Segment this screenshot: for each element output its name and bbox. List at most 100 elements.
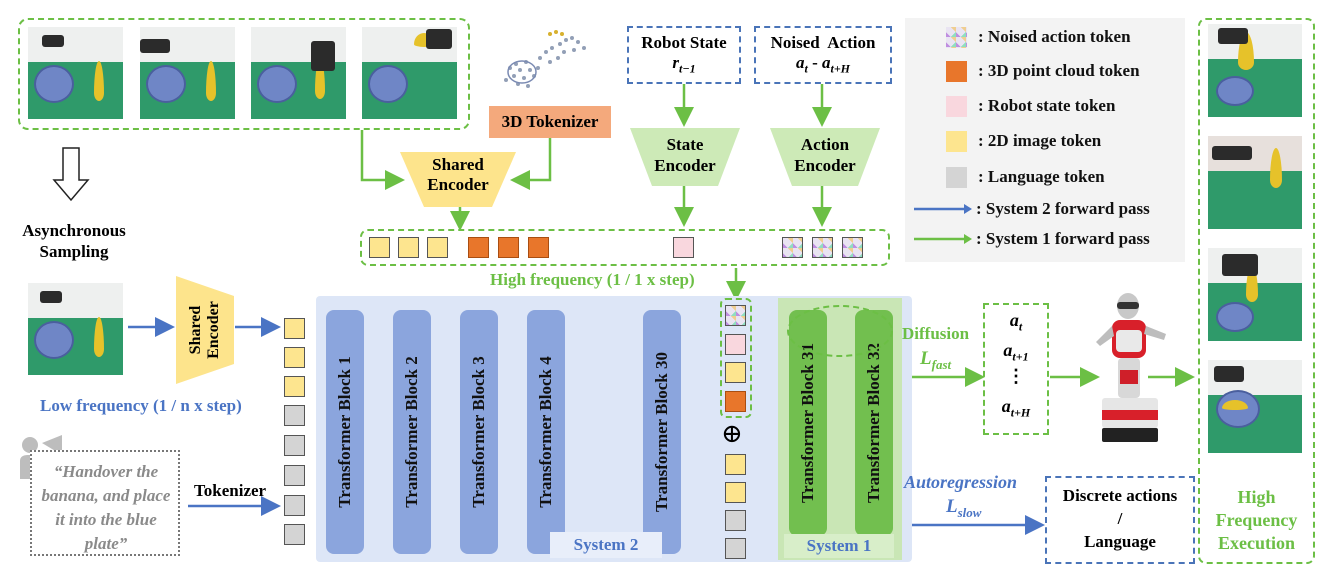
token-language (725, 510, 746, 531)
sampled-frames-group (18, 18, 470, 130)
token-image (398, 237, 419, 258)
tokenizer-label: Tokenizer (194, 481, 267, 500)
instruction-box (30, 450, 180, 556)
execution-line1: High (1237, 487, 1276, 507)
transformer-block-3: Transformer Block 3 (460, 310, 498, 554)
shared-encoder-left-line1: Shared (187, 305, 204, 355)
execution-frame-2 (1208, 136, 1302, 229)
token-image (725, 482, 746, 503)
action-encoder-line1: Action (800, 135, 850, 154)
robot-state-symbol: rt−1 (672, 53, 696, 76)
token-image (725, 362, 746, 383)
transformer-block-32: Transformer Block 32 (855, 310, 893, 536)
frame-image-4 (362, 27, 457, 119)
low-frequency-label: Low frequency (1 / n x step) (40, 396, 242, 415)
legend-item-image: : 2D image token (978, 131, 1102, 150)
arrow-async-sampling (52, 147, 90, 202)
high-frequency-execution-label: High Frequency Execution (1198, 486, 1315, 555)
execution-frame-1 (1208, 24, 1302, 117)
diffusion-label: Diffusion (902, 324, 970, 343)
autoregression-label: Autoregression (904, 472, 1018, 492)
legend-swatch-noise (946, 27, 967, 48)
legend-system2-arrow (914, 204, 972, 214)
token-language (284, 495, 305, 516)
legend-item-noise: : Noised action token (978, 27, 1131, 46)
async-line1: Asynchronous (22, 221, 126, 240)
legend-swatch-image (946, 131, 967, 152)
concat-operator: ⊕ (721, 419, 743, 448)
robot-state-title: Robot State (641, 33, 727, 52)
shared-encoder-top-line2: Encoder (427, 175, 489, 194)
async-line2: Sampling (39, 242, 109, 261)
token-noised-action (842, 237, 863, 258)
state-encoder: State Encoder (630, 134, 740, 176)
shared-encoder-left-shape (176, 276, 234, 384)
injected-token-column (720, 298, 752, 418)
action-encoder: Action Encoder (770, 134, 880, 176)
action-encoder-line2: Encoder (794, 156, 856, 175)
state-encoder-line1: State (666, 135, 704, 154)
transformer-block-31: Transformer Block 31 (789, 310, 827, 536)
token-language (284, 435, 305, 456)
action-chunk-box (983, 303, 1049, 435)
token-language (725, 538, 746, 559)
instruction-text: “Handover the banana, and place it into … (41, 462, 171, 553)
frame-image-3 (251, 27, 346, 119)
action-a-t: at (1009, 310, 1023, 334)
shared-encoder-left: Shared Encoder (176, 276, 234, 384)
token-language (284, 524, 305, 545)
action-a-t1: at+1 (1003, 340, 1029, 364)
frame-image-2 (140, 27, 235, 119)
token-robotstate (725, 334, 746, 355)
legend-swatch-robotstate (946, 96, 967, 117)
token-image (725, 454, 746, 475)
system2-label-box: System 2 (550, 532, 662, 558)
noised-action-box: Noised Action at - at+H (754, 26, 892, 84)
token-noised-action (812, 237, 833, 258)
legend-item-robotstate: : Robot state token (978, 96, 1116, 115)
token-pointcloud (725, 391, 746, 412)
humanoid-robot-image (1096, 293, 1166, 442)
legend-item-language: : Language token (978, 167, 1105, 186)
high-freq-token-row (360, 229, 890, 266)
shared-encoder-left-line2: Encoder (205, 301, 222, 359)
legend-system1-pass: : System 1 forward pass (976, 229, 1150, 248)
execution-frames-group (1198, 18, 1315, 564)
l-slow-label: Lslow (946, 496, 982, 520)
execution-frame-3 (1208, 248, 1302, 341)
discrete-line1: Discrete actions (1062, 486, 1178, 505)
shared-encoder-top-line1: Shared (432, 155, 484, 174)
3d-tokenizer-label: 3D Tokenizer (501, 112, 599, 131)
arrow-images-to-encoder (360, 130, 405, 190)
discrete-line3: Language (1084, 532, 1156, 551)
block-link-ellipse (787, 305, 893, 357)
noised-action-title: Noised Action (770, 33, 876, 52)
token-pointcloud (528, 237, 549, 258)
legend-item-pointcloud: : 3D point cloud token (978, 61, 1140, 80)
transformer-block-4: Transformer Block 4 (527, 310, 565, 554)
point-cloud-image (504, 30, 586, 88)
token-pointcloud (498, 237, 519, 258)
discrete-output-box: Discrete actions / Language (1045, 476, 1195, 564)
current-frame-image (28, 283, 123, 375)
legend-swatch-pointcloud (946, 61, 967, 82)
system1-label-box: System 1 (784, 534, 894, 558)
state-encoder-shape (630, 128, 740, 186)
token-image (284, 376, 305, 397)
action-ellipsis: ⋮ (1007, 366, 1025, 386)
token-image (369, 237, 390, 258)
token-language (284, 405, 305, 426)
token-robotstate (673, 237, 694, 258)
action-encoder-shape (770, 128, 880, 186)
frame-image-1 (28, 27, 123, 119)
token-language (284, 465, 305, 486)
transformer-block-30: Transformer Block 30 (643, 310, 681, 554)
token-noised-action (725, 305, 746, 326)
legend-swatch-language (946, 167, 967, 188)
high-frequency-label: High frequency (1 / 1 x step) (490, 270, 695, 289)
token-image (427, 237, 448, 258)
legend-system2-pass: : System 2 forward pass (976, 199, 1150, 218)
3d-tokenizer-box: 3D Tokenizer (489, 106, 611, 138)
state-encoder-line2: Encoder (654, 156, 716, 175)
action-a-tH: at+H (1001, 396, 1031, 420)
